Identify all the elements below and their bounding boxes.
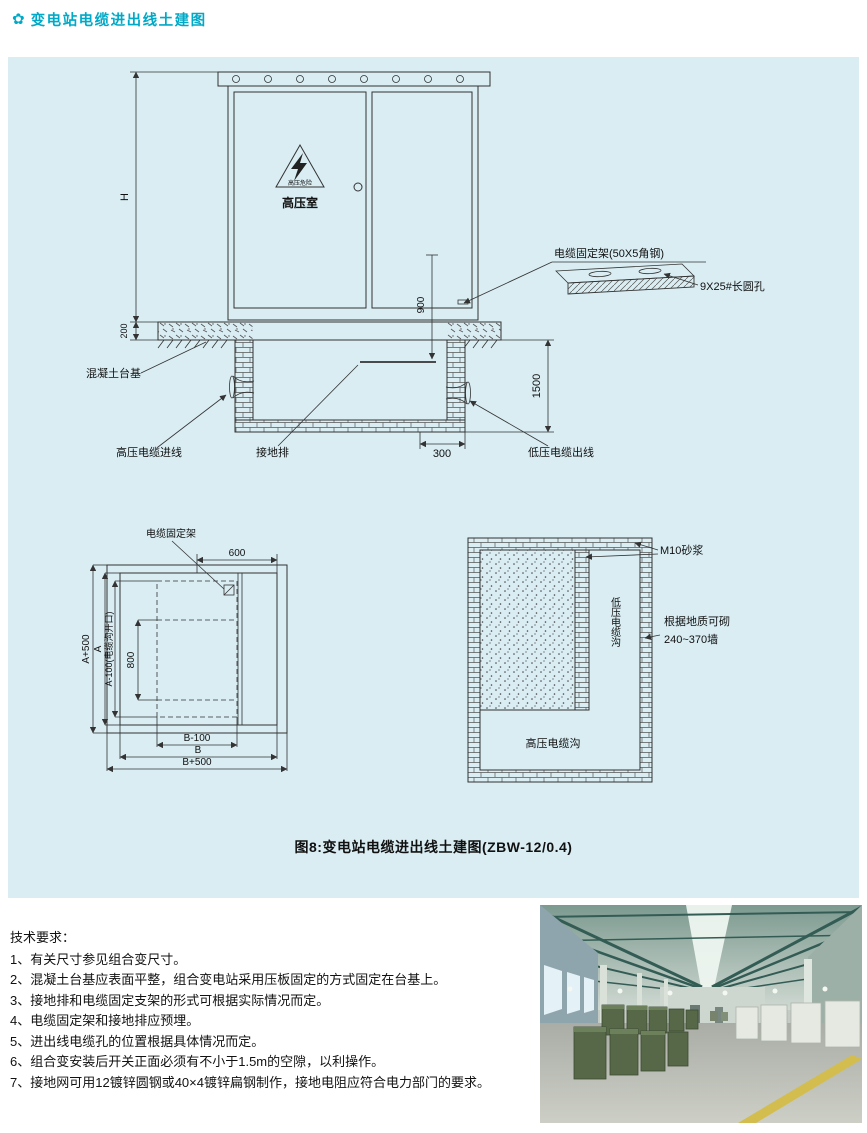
flower-icon: ✿ (12, 11, 25, 28)
hv-trench-label: 高压电缆沟 (526, 736, 581, 750)
construction-drawing: 高压危险 高压室 H 200 (81, 71, 765, 783)
dim-200: 200 (119, 323, 129, 338)
tech-item: 7、接地网可用12镀锌圆钢或40×4镀锌扁钢制作，接地电阻应符合电力部门的要求。 (10, 1074, 490, 1090)
lv-trench-label: 低压电缆沟 (609, 596, 621, 648)
dim-800: 800 (126, 651, 137, 668)
room-label: 高压室 (282, 195, 318, 210)
danger-label: 高压危险 (288, 179, 312, 187)
dim-300: 300 (433, 448, 451, 460)
cable-bracket-label: 电缆固定架(50X5角钢) (554, 246, 664, 260)
tech-item: 5、进出线电缆孔的位置根据具体情况而定。 (10, 1033, 265, 1049)
wall-note-line1: 根据地质可砌 (664, 614, 730, 628)
vent-holes (232, 75, 464, 83)
page-header: ✿ 变电站电缆进出线土建图 (12, 9, 207, 30)
page-title: 变电站电缆进出线土建图 (30, 13, 207, 29)
factory-photo (540, 905, 862, 1123)
tech-item: 4、电缆固定架和接地排应预埋。 (10, 1013, 200, 1028)
tech-item: 6、组合变安装后开关正面必须有不小于1.5m的空隙，以利操作。 (10, 1054, 385, 1069)
door-handle (353, 182, 363, 192)
figure-caption: 图8:变电站电缆进出线土建图(ZBW-12/0.4) (294, 839, 573, 855)
tech-item: 1、有关尺寸参见组合变尺寸。 (10, 951, 187, 967)
tech-item: 2、混凝土台基应表面平整，组合变电站采用压板固定的方式固定在台基上。 (10, 972, 447, 987)
dim-b-plus: B+500 (182, 757, 212, 768)
concrete-base-label: 混凝土台基 (86, 366, 141, 380)
yellow-floor-line (738, 1055, 862, 1123)
plan-bracket-label: 电缆固定架 (146, 527, 196, 540)
hv-cable-duct (229, 375, 255, 399)
dim-b: B (195, 745, 202, 756)
plan-view-left: 电缆固定架 600 A+500 (81, 527, 288, 773)
dim-b-minus: B-100 (184, 733, 211, 744)
slot-hole-label: 9X25#长圆孔 (700, 280, 765, 293)
green-cabinets (573, 1004, 699, 1080)
dim-900: 900 (416, 296, 427, 313)
dim-a: A (93, 645, 104, 652)
tech-heading: 技术要求： (10, 930, 76, 945)
drawing-panel: 高压危险 高压室 H 200 (8, 57, 859, 898)
skylight (686, 905, 732, 993)
lv-cable-duct (445, 381, 471, 405)
lightning-bolt-icon (291, 153, 307, 181)
hv-cable-in-label: 高压电缆进线 (116, 445, 182, 459)
mortar-label: M10砂浆 (660, 543, 703, 557)
green-cabinet-tops (574, 1005, 667, 1035)
lv-cable-out-label: 低压电缆出线 (528, 445, 594, 459)
white-cabinets (735, 1000, 861, 1048)
technical-requirements: 技术要求： 1、有关尺寸参见组合变尺寸。 2、混凝土台基应表面平整，组合变电站采… (10, 928, 535, 1093)
windows (544, 965, 594, 1015)
tech-item: 3、接地排和电缆固定支架的形式可根据实际情况而定。 (10, 992, 330, 1008)
dim-h: H (119, 193, 131, 201)
dim-600: 600 (229, 548, 246, 559)
ceiling-lights (567, 986, 828, 996)
pit-stipple-area (479, 549, 576, 711)
inner-wall (574, 549, 590, 711)
ground-bar-label: 接地排 (256, 445, 289, 459)
tech-list: 1、有关尺寸参见组合变尺寸。 2、混凝土台基应表面平整，组合变电站采用压板固定的… (10, 950, 535, 1094)
angle-steel-detail (555, 263, 695, 295)
high-voltage-warning-sign: 高压危险 (275, 143, 325, 188)
wall-note-line2: 240~370墙 (664, 632, 718, 646)
dim-1500: 1500 (531, 374, 543, 398)
dim-a-plus: A+500 (81, 634, 92, 664)
bracket-symbol (223, 584, 235, 596)
dim-a-minus: A-100(电缆沟开口) (103, 611, 114, 686)
plan-view-right: 低压电缆沟 高压电缆沟 M10砂浆 根据地质可砌 240~370墙 (467, 537, 730, 783)
elevation-view: 高压危险 高压室 H 200 (86, 71, 765, 460)
